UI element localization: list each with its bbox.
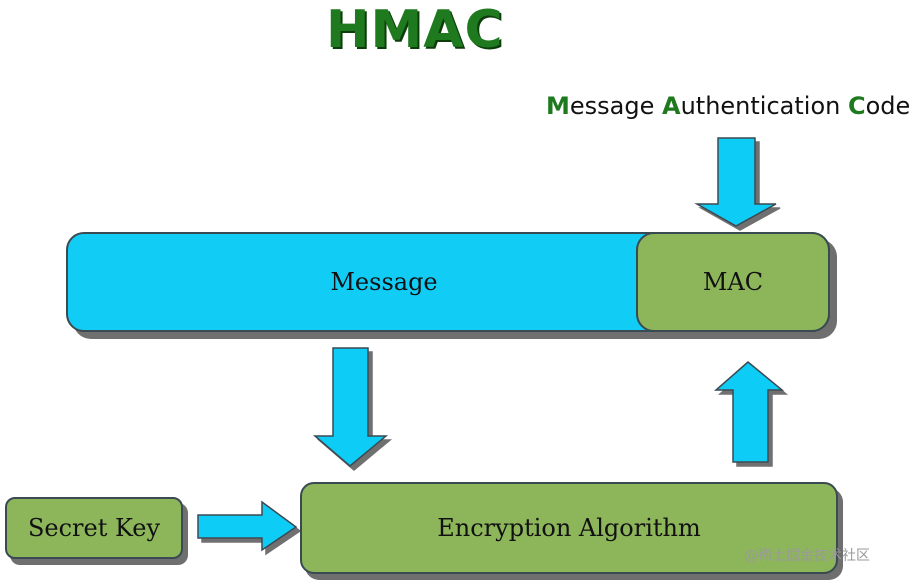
arrow-up-to-mac xyxy=(714,361,785,463)
message-label: Message xyxy=(330,268,438,296)
mac-label-rest-3: ode xyxy=(865,92,911,120)
mac-label-rest-2: uthentication xyxy=(680,92,848,120)
arrow-down-to-mac xyxy=(694,137,777,227)
mac-label-cap-m: M xyxy=(546,92,570,120)
mac-expansion-label: Message Authentication Code xyxy=(546,92,910,120)
secret-key-box: Secret Key xyxy=(5,497,183,559)
mac-label-cap-c: C xyxy=(847,92,866,120)
mac-label-cap-a: A xyxy=(662,92,681,120)
mac-label-rest-1: essage xyxy=(569,92,662,120)
diagram-title: HMAC xyxy=(326,0,504,60)
arrow-down-to-encryption xyxy=(312,347,389,467)
watermark: @稀土掘金技术社区 xyxy=(744,548,870,564)
mac-box: MAC xyxy=(636,232,830,332)
encryption-algorithm-box: Encryption Algorithm xyxy=(300,482,838,574)
arrow-right-to-encryption xyxy=(197,500,298,552)
